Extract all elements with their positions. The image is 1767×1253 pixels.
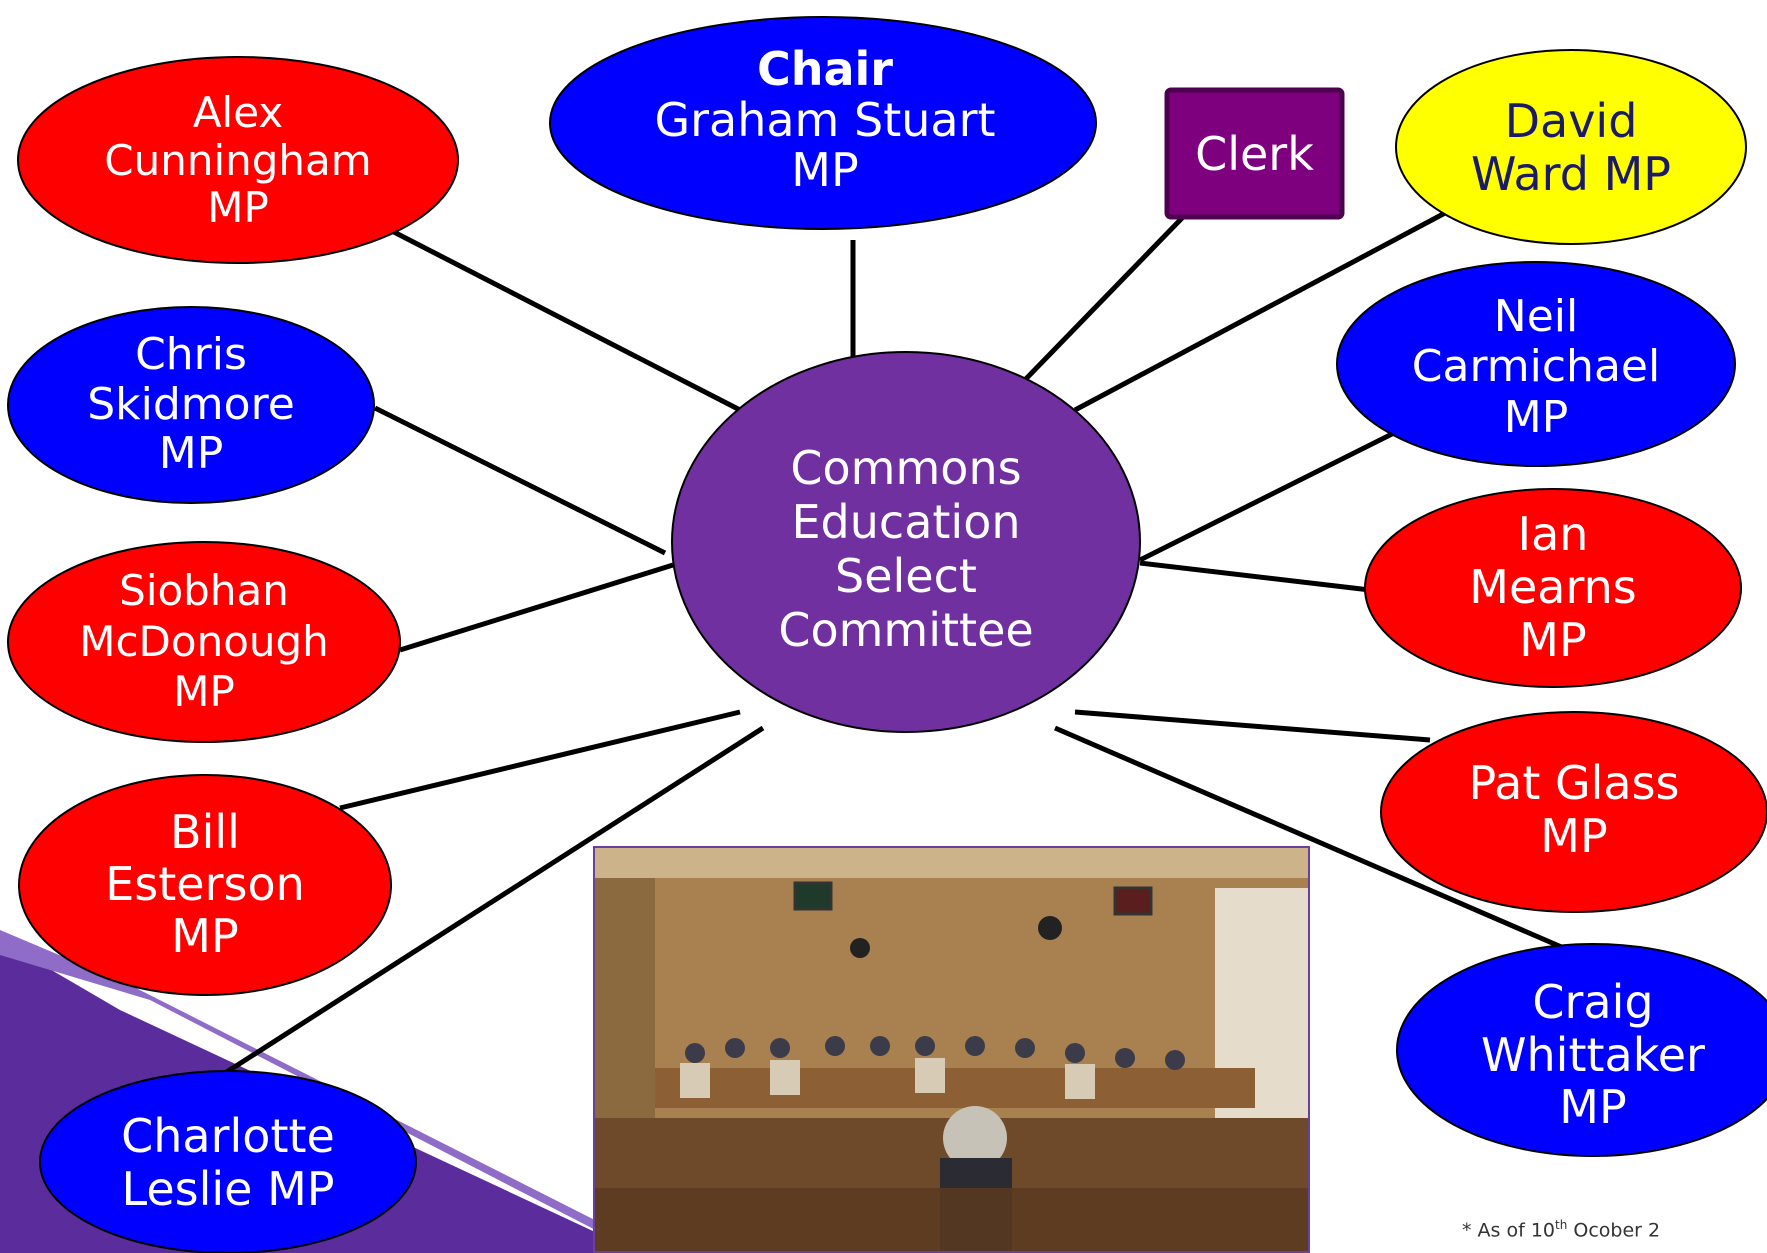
chair-title: Chair <box>756 42 893 97</box>
siobhan-mcdonough-label: Siobhan McDonough MP <box>79 566 329 717</box>
ian-mearns-label: Ian Mearns MP <box>1469 507 1637 667</box>
david-ward-label: David Ward MP <box>1470 93 1672 201</box>
node-charlotte-leslie <box>39 1070 417 1253</box>
node-clerk <box>1164 87 1345 220</box>
node-david-ward <box>1395 49 1747 245</box>
craig-whittaker-label: Craig Whittaker MP <box>1481 974 1705 1135</box>
chris-skidmore-label: Chris Skidmore MP <box>87 328 295 480</box>
neil-carmichael-label: Neil Carmichael MP <box>1411 290 1661 443</box>
node-chair <box>549 16 1097 230</box>
charlotte-leslie-label: Charlotte Leslie MP <box>121 1108 335 1216</box>
committee-room-photo <box>593 846 1310 1253</box>
footnote: * As of 10th Ocober 2 <box>1462 1218 1661 1242</box>
node-craig-whittaker <box>1396 943 1767 1157</box>
center-label: Commons Education Select Committee <box>778 441 1034 657</box>
node-ian-mearns <box>1364 488 1742 688</box>
node-alex-cunningham <box>17 56 459 264</box>
chair-label: Chair Graham Stuart MP <box>654 42 996 198</box>
committee-room-illustration <box>595 848 1308 1251</box>
node-center <box>671 351 1141 733</box>
pat-glass-label: Pat Glass MP <box>1468 755 1680 863</box>
node-neil-carmichael <box>1336 261 1736 467</box>
alex-cunningham-label: Alex Cunningham MP <box>104 88 372 233</box>
node-siobhan-mcdonough <box>7 541 401 743</box>
node-pat-glass <box>1380 711 1767 913</box>
node-bill-esterson <box>18 774 392 996</box>
node-chris-skidmore <box>7 306 375 504</box>
clerk-label: Clerk <box>1195 126 1314 181</box>
connector-lines <box>220 210 1581 1078</box>
bill-esterson-label: Bill Esterson MP <box>105 805 305 963</box>
